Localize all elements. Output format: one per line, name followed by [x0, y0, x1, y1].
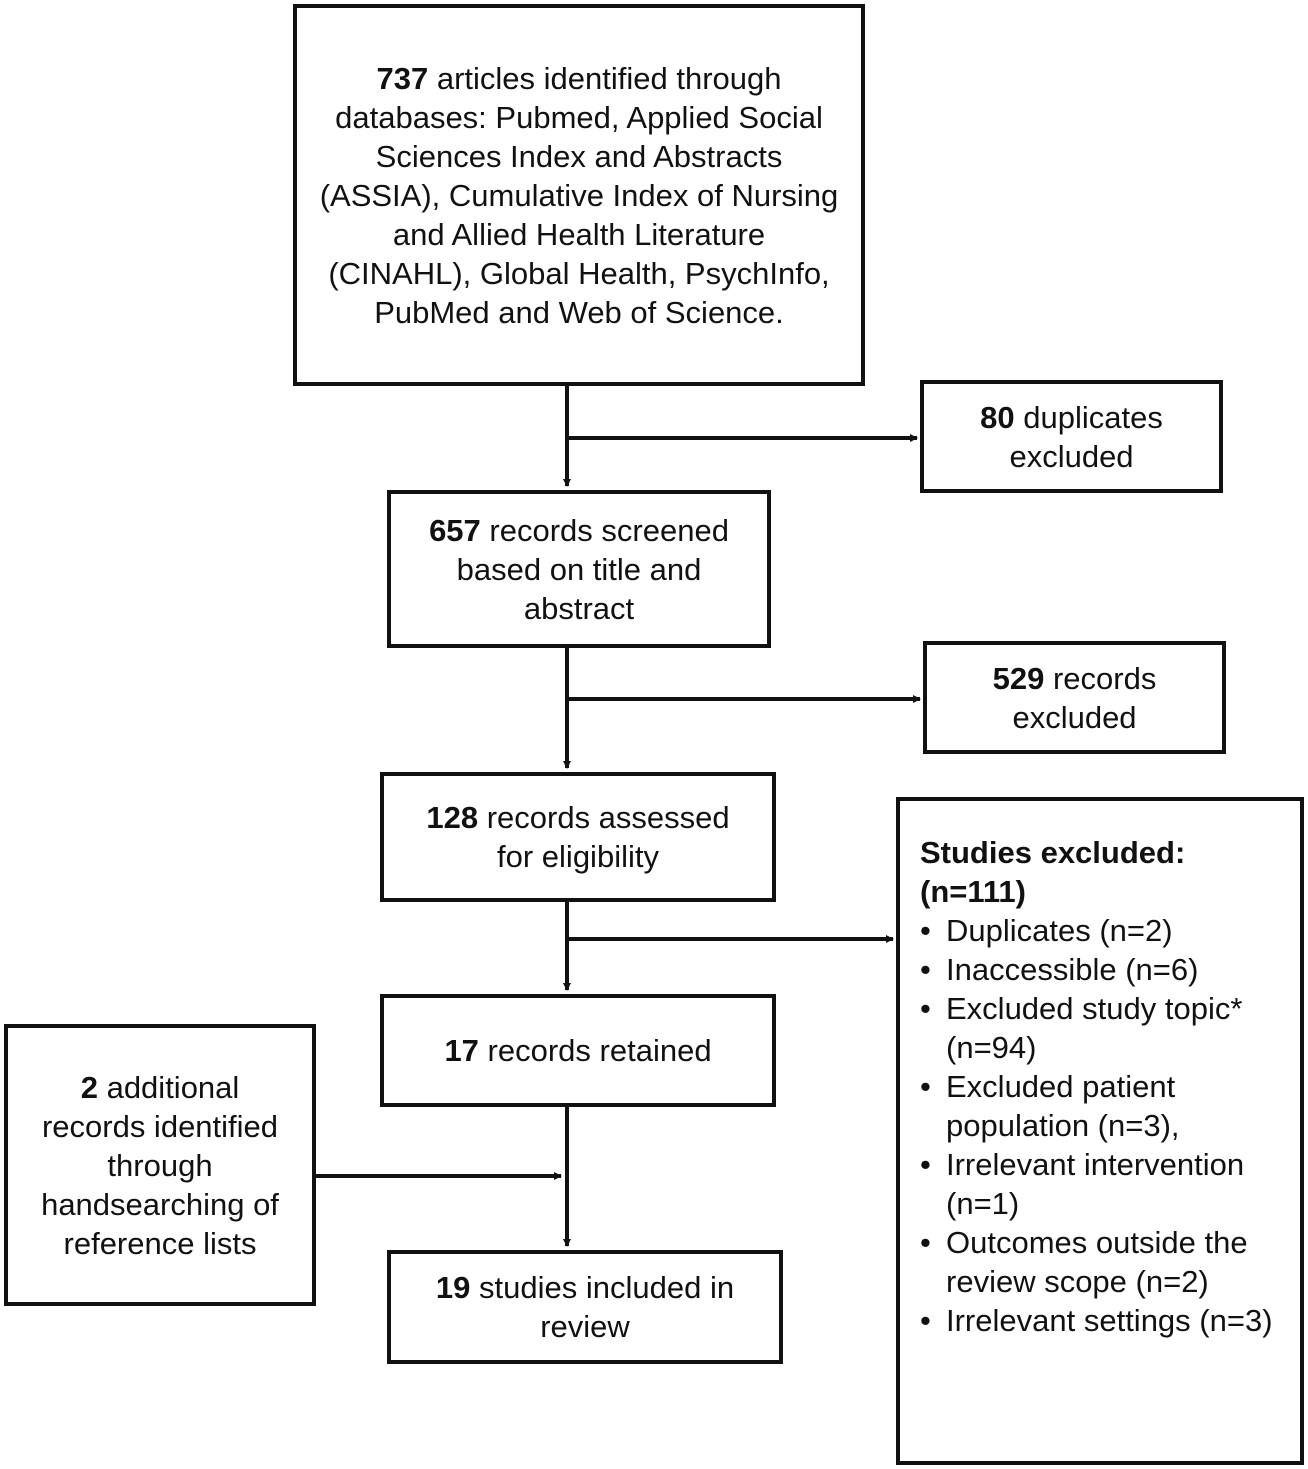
studies-excluded-heading: Studies excluded: [920, 835, 1186, 870]
exclusion-reasons-list: Duplicates (n=2) Inaccessible (n=6) Excl… [920, 911, 1290, 1340]
records-excluded-count: 529 [992, 660, 1045, 696]
duplicates-label-2: excluded [1009, 438, 1134, 474]
included-label: studies included in [479, 1270, 735, 1305]
screened-label-3: abstract [523, 590, 635, 626]
exclusion-reason: Duplicates (n=2) [920, 911, 1290, 950]
duplicates-label: duplicates [1023, 399, 1163, 435]
identified-text: articles identified through databases: P… [319, 60, 839, 330]
studies-excluded-box: Studies excluded: (n=111) Duplicates (n=… [896, 797, 1304, 1465]
screened-label-2: based on title and [456, 551, 702, 587]
exclusion-reason: Excluded study topic* (n=94) [920, 989, 1290, 1067]
assessed-box: 128 records assessed for eligibility [380, 772, 776, 902]
assessed-label: records assessed [486, 800, 730, 835]
identified-count: 737 [376, 60, 429, 96]
retained-label: records retained [487, 1033, 712, 1068]
exclusion-reason: Inaccessible (n=6) [920, 950, 1290, 989]
duplicates-box: 80 duplicates excluded [920, 380, 1223, 493]
additional-label-2: records identified [41, 1108, 279, 1144]
additional-records-box: 2 additional records identified through … [4, 1024, 316, 1306]
studies-excluded-total: (n=111) [920, 874, 1026, 909]
additional-label-3: through [107, 1147, 213, 1183]
included-count: 19 [435, 1270, 471, 1305]
assessed-label-2: for eligibility [497, 839, 659, 874]
retained-count: 17 [444, 1033, 479, 1068]
records-excluded-box: 529 records excluded [923, 641, 1226, 754]
assessed-count: 128 [426, 800, 479, 835]
additional-label-4: handsearching of [41, 1186, 279, 1222]
additional-label-5: reference lists [63, 1225, 257, 1261]
additional-label: additional [106, 1069, 240, 1105]
additional-count: 2 [80, 1069, 98, 1105]
screened-box: 657 records screened based on title and … [387, 490, 771, 648]
screened-count: 657 [429, 512, 481, 548]
exclusion-reason: Irrelevant intervention (n=1) [920, 1145, 1290, 1223]
exclusion-reason: Outcomes outside the review scope (n=2) [920, 1223, 1290, 1301]
included-box: 19 studies included in review [387, 1250, 783, 1364]
included-label-2: review [540, 1309, 630, 1344]
screened-label: records screened [489, 512, 729, 548]
duplicates-count: 80 [980, 399, 1015, 435]
records-excluded-label-2: excluded [1012, 699, 1137, 735]
identified-box: 737 articles identified through database… [293, 4, 865, 386]
exclusion-reason: Excluded patient population (n=3), [920, 1067, 1290, 1145]
exclusion-reason: Irrelevant settings (n=3) [920, 1301, 1290, 1340]
records-excluded-label: records [1052, 660, 1157, 696]
retained-box: 17 records retained [380, 994, 776, 1107]
